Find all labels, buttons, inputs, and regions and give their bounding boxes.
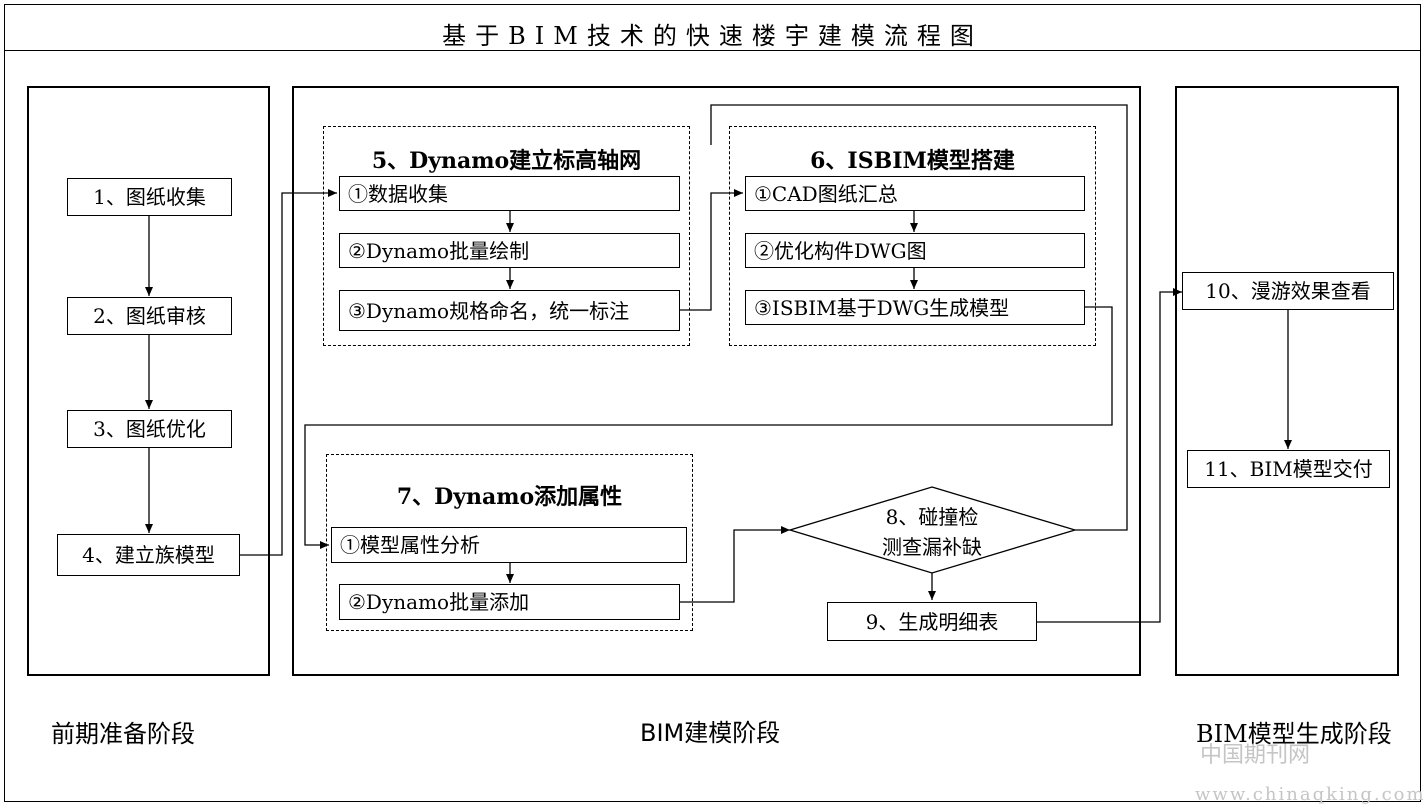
- step-5-2: ②Dynamo批量绘制: [339, 233, 680, 268]
- step-11-model-delivery: 11、BIM模型交付: [1187, 450, 1390, 488]
- title-bar: 基于BIM技术的快速楼宇建模流程图: [4, 4, 1421, 51]
- step-7-2: ②Dynamo批量添加: [339, 584, 680, 620]
- step-7-1: ①模型属性分析: [331, 527, 687, 563]
- group-5-title: 5、Dynamo建立标高轴网: [371, 148, 642, 174]
- stage-label-prep: 前期准备阶段: [51, 720, 195, 748]
- stage-label-output: BIM模型生成阶段: [1196, 720, 1392, 748]
- output-stage-box: [1175, 86, 1399, 676]
- prep-stage-box: [27, 86, 270, 676]
- group-5: 5、Dynamo建立标高轴网: [323, 126, 690, 346]
- step-8-line-2: 测查漏补缺: [882, 535, 982, 559]
- step-8-collision-check: 8、碰撞检 测查漏补缺: [840, 502, 1024, 562]
- step-2-drawing-review: 2、图纸审核: [67, 297, 232, 335]
- group-7-title: 7、Dynamo添加属性: [396, 484, 623, 510]
- watermark-url: www.chinaqking.com: [1195, 784, 1426, 805]
- step-6-3: ③ISBIM基于DWG生成模型: [745, 290, 1085, 325]
- step-10-walkthrough: 10、漫游效果查看: [1182, 272, 1394, 310]
- group-6-title: 6、ISBIM模型搭建: [810, 148, 1015, 174]
- step-3-drawing-optimization: 3、图纸优化: [67, 410, 232, 448]
- step-8-line-1: 8、碰撞检: [885, 505, 979, 529]
- step-4-family-model: 4、建立族模型: [57, 534, 240, 576]
- modeling-stage-box: [292, 86, 1141, 676]
- step-1-drawing-collection: 1、图纸收集: [67, 178, 232, 216]
- step-6-1: ①CAD图纸汇总: [745, 176, 1085, 211]
- outer-frame: [4, 4, 1421, 802]
- group-6: 6、ISBIM模型搭建: [729, 126, 1096, 346]
- stage-label-modeling: BIM建模阶段: [640, 719, 781, 747]
- step-5-1: ①数据收集: [339, 176, 680, 211]
- step-5-3: ③Dynamo规格命名，统一标注: [339, 290, 680, 331]
- step-9-schedule: 9、生成明细表: [827, 602, 1037, 641]
- watermark-cn: 中国期刊网: [1200, 743, 1311, 768]
- step-6-2: ②优化构件DWG图: [745, 233, 1085, 268]
- group-7: 7、Dynamo添加属性: [326, 454, 693, 631]
- page-title: 基于BIM技术的快速楼宇建模流程图: [442, 22, 983, 50]
